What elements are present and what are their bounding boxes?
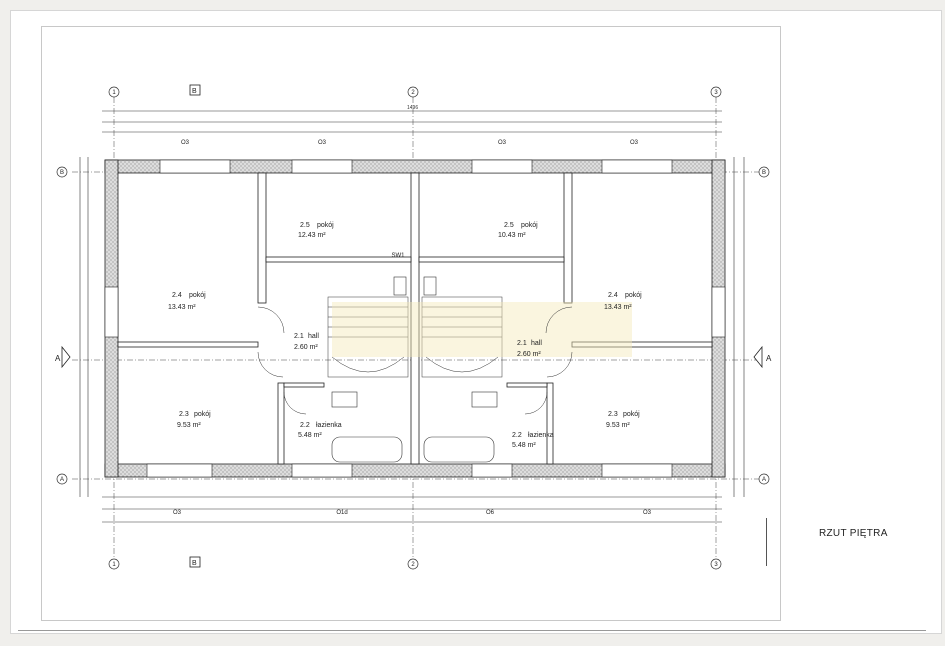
axis-label-b-left: B [60,170,64,176]
svg-text:hall: hall [308,333,319,340]
window-tags: O3 O3 O3 O3 O3 O1d O6 O3 SW1 [173,140,652,516]
svg-text:pokój: pokój [623,411,640,418]
svg-text:łazienka: łazienka [528,432,554,439]
section-a-left-label: A [55,354,61,363]
svg-text:2.5: 2.5 [504,222,514,229]
window-tag: O3 [630,140,639,146]
svg-text:2.60 m²: 2.60 m² [517,351,541,358]
axis-label-2: 2 [411,90,415,96]
svg-text:2.2: 2.2 [512,432,522,439]
sw-tag: SW1 [391,253,405,259]
svg-text:2.4: 2.4 [608,292,618,299]
axis-label-2-bottom: 2 [411,562,415,568]
axis-bubbles [56,86,770,570]
room-2-4-right: 2.4 pokój 13.43 m² [604,292,642,311]
svg-text:2.3: 2.3 [608,411,618,418]
floor-plan-sheet: 1496 1 2 3 1 2 [41,26,781,621]
window-tag: O3 [173,510,182,516]
axis-label-a-left: A [60,477,64,483]
room-2-1-right: 2.1 hall 2.60 m² [517,340,542,358]
svg-text:hall: hall [531,340,542,347]
axis-label-3-bottom: 3 [714,562,718,568]
svg-text:pokój: pokój [194,411,211,418]
svg-text:pokój: pokój [317,222,334,229]
svg-text:2.5: 2.5 [300,222,310,229]
svg-text:12.43 m²: 12.43 m² [298,232,326,239]
section-b-top-label: B [192,88,197,95]
room-2-5-right: 2.5 pokój 10.43 m² [498,222,538,239]
svg-text:13.43 m²: 13.43 m² [168,304,196,311]
room-2-2-left: 2.2 łazienka 5.48 m² [298,422,342,439]
svg-text:2.2: 2.2 [300,422,310,429]
svg-text:5.48 m²: 5.48 m² [512,442,536,449]
interior-walls [117,172,713,465]
drawing-viewer: 1496 1 2 3 1 2 [10,10,942,634]
dimension-lines-top [79,110,745,523]
room-labels: 2.5 pokój 12.43 m² 2.5 pokój 10.43 m² 2.4 pok… [168,222,642,449]
room-2-3-left: 2.3 pokój 9.53 m² [177,411,211,429]
overall-dimension: 1496 [407,105,418,111]
window-tag: O3 [318,140,327,146]
svg-text:pokój: pokój [521,222,538,229]
svg-text:łazienka: łazienka [316,422,342,429]
svg-text:pokój: pokój [625,292,642,299]
svg-text:13.43 m²: 13.43 m² [604,304,632,311]
door-swings [257,306,573,415]
svg-text:9.53 m²: 9.53 m² [177,422,201,429]
section-b-bottom-label: B [192,560,197,567]
room-2-1-left: 2.1 hall 2.60 m² [294,333,319,351]
axis-label-a-right: A [762,477,766,483]
room-2-4-left: 2.4 pokój 13.43 m² [168,292,206,311]
axis-label-b-right: B [762,170,766,176]
axis-label-3: 3 [714,90,718,96]
axis-label-1: 1 [112,90,116,96]
room-2-2-right: 2.2 łazienka 5.48 m² [512,432,554,449]
window-tag: O1d [336,510,347,516]
window-tag: O3 [643,510,652,516]
bathroom-fixtures [331,276,498,463]
floor-plan-drawing: 1496 1 2 3 1 2 [55,84,772,570]
svg-text:5.48 m²: 5.48 m² [298,432,322,439]
section-a-right-label: A [766,354,772,363]
room-2-3-right: 2.3 pokój 9.53 m² [606,411,640,429]
staircase [327,296,503,378]
room-2-5-left: 2.5 pokój 12.43 m² [298,222,334,239]
svg-text:9.53 m²: 9.53 m² [606,422,630,429]
sheet-title: RZUT PIĘTRA [819,528,888,539]
svg-text:pokój: pokój [189,292,206,299]
section-markers: A A B B [55,84,772,568]
stair-overlay [332,302,632,357]
exterior-walls [104,159,726,478]
svg-text:2.60 m²: 2.60 m² [294,344,318,351]
title-block-separator [766,518,767,566]
svg-text:2.3: 2.3 [179,411,189,418]
svg-text:2.4: 2.4 [172,292,182,299]
svg-text:10.43 m²: 10.43 m² [498,232,526,239]
axis-label-1-bottom: 1 [112,562,116,568]
svg-text:2.1: 2.1 [517,340,527,347]
svg-text:2.1: 2.1 [294,333,304,340]
window-tag: O3 [498,140,507,146]
window-tag: O6 [486,510,495,516]
window-tag: O3 [181,140,190,146]
page-bottom-rule [18,630,926,631]
